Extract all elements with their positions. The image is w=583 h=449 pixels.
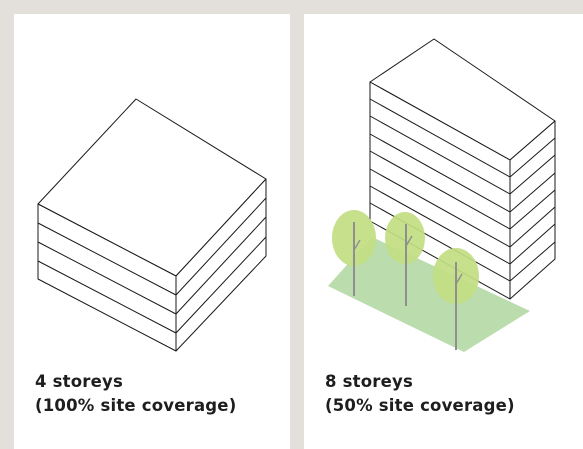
floor-lines	[37, 197, 267, 334]
coverage-label: (100% site coverage)	[35, 396, 237, 415]
tree-3	[433, 248, 479, 350]
tree-2	[385, 212, 425, 306]
green-open-space	[328, 237, 530, 352]
floor-lines	[369, 98, 556, 282]
tree-1	[332, 210, 376, 296]
panel-eight-storeys: 8 storeys (50% site coverage)	[304, 14, 583, 449]
four-storey-block	[37, 98, 267, 352]
eight-storey-building-illustration	[328, 38, 556, 352]
panel-four-storeys: 4 storeys (100% site coverage)	[14, 14, 290, 449]
four-storey-building-illustration	[37, 98, 267, 352]
eight-storey-block	[369, 38, 556, 300]
storeys-label: 4 storeys	[35, 372, 123, 391]
coverage-label: (50% site coverage)	[325, 396, 515, 415]
storeys-label: 8 storeys	[325, 372, 413, 391]
caption-four-storeys: 4 storeys (100% site coverage)	[35, 370, 236, 418]
caption-eight-storeys: 8 storeys (50% site coverage)	[325, 370, 515, 418]
